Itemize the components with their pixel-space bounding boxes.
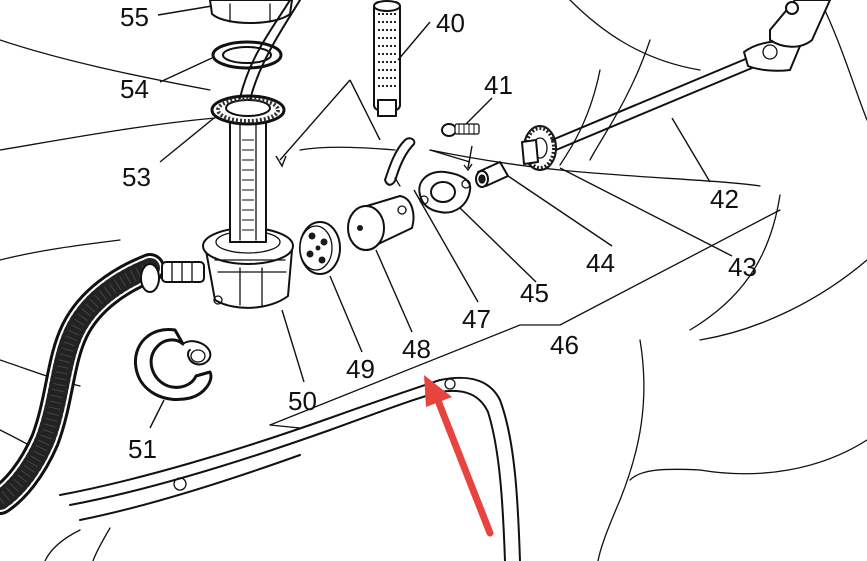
label-54: 54 <box>120 74 149 104</box>
label-55: 55 <box>120 2 149 32</box>
spring-clip-47 <box>384 137 416 187</box>
washer-53 <box>210 94 286 126</box>
label-49: 49 <box>346 354 375 384</box>
tap-plug-48 <box>347 195 415 251</box>
washer-54 <box>211 40 283 70</box>
label-43: 43 <box>728 252 757 282</box>
label-40: 40 <box>436 8 465 38</box>
fuel-tap-body <box>161 119 294 309</box>
label-50: 50 <box>288 386 317 416</box>
label-51: 51 <box>128 434 157 464</box>
leader-lines <box>149 5 733 429</box>
hose-clip-51 <box>133 327 213 401</box>
knurled-nut-43 <box>521 125 557 171</box>
part-labels: 55 54 53 40 41 42 43 44 45 46 47 48 49 5… <box>120 2 757 464</box>
label-53: 53 <box>122 162 151 192</box>
label-42: 42 <box>710 184 739 214</box>
filter-tube-40 <box>373 0 401 117</box>
label-47: 47 <box>462 304 491 334</box>
label-44: 44 <box>586 248 615 278</box>
label-41: 41 <box>484 70 513 100</box>
ferrule-44 <box>475 161 509 188</box>
filter-disc-49 <box>299 221 341 275</box>
screw-41 <box>441 123 480 137</box>
breather-tube-edge <box>239 0 291 99</box>
label-45: 45 <box>520 278 549 308</box>
flange-gasket-45 <box>418 170 472 214</box>
red-annotation-arrow <box>424 375 494 537</box>
label-48: 48 <box>402 334 431 364</box>
control-rod-42 <box>551 0 831 151</box>
breather-tube <box>249 0 301 101</box>
fuel-hose <box>0 253 165 515</box>
nut-55 <box>209 0 293 24</box>
label-46: 46 <box>550 330 579 360</box>
